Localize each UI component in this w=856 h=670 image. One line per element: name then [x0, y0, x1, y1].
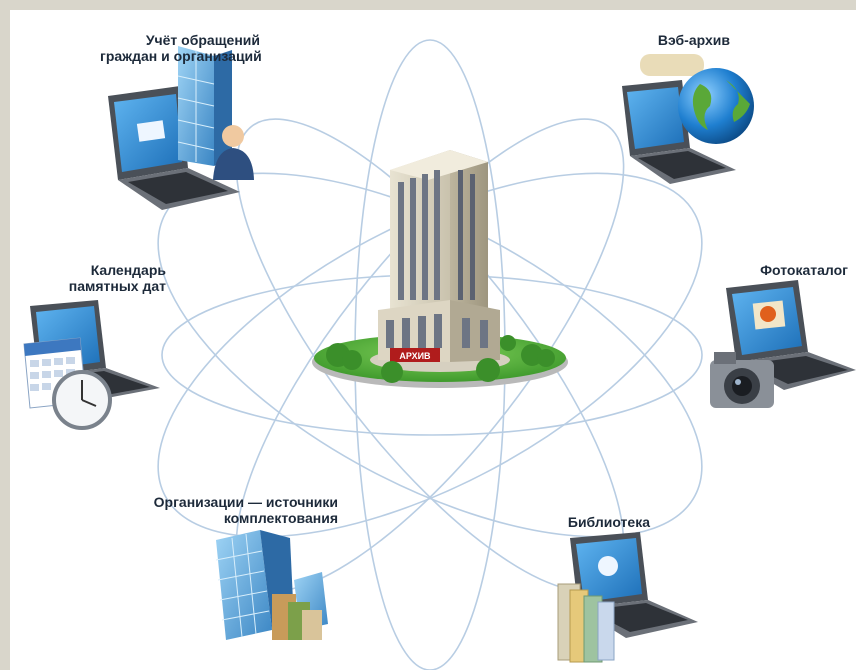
archive-sign-text: АРХИВ	[399, 351, 431, 361]
node-label-organizations-line1: Организации — источники	[153, 494, 338, 510]
office-buildings-icon	[215, 530, 328, 640]
node-label-web-archive: Вэб-архив	[610, 32, 730, 48]
laptop-building-person-icon	[108, 46, 254, 210]
node-label-calendar: Календарь памятных дат	[40, 262, 166, 294]
node-label-organizations: Организации — источники комплектования	[100, 494, 338, 526]
archive-sign	[390, 348, 440, 362]
node-label-calendar-line1: Календарь	[90, 262, 166, 278]
laptop-camera-icon	[710, 280, 856, 408]
node-label-calendar-line2: памятных дат	[68, 278, 166, 294]
laptop-globe-icon	[622, 54, 754, 184]
node-label-citizens: Учёт обращений граждан и организаций	[100, 32, 262, 64]
node-label-library: Библиотека	[540, 514, 650, 530]
node-label-photo-catalog-line1: Фотокаталог	[760, 262, 848, 278]
orbit-wide-right	[157, 172, 703, 538]
node-label-photo-catalog: Фотокаталог	[700, 262, 848, 278]
node-label-library-line1: Библиотека	[567, 514, 650, 530]
orbit-lines	[157, 39, 703, 670]
diagram-canvas: АРХИВ	[10, 10, 856, 670]
archive-building-icon	[312, 150, 568, 388]
node-label-organizations-line2: комплектования	[223, 510, 338, 526]
node-label-web-archive-line1: Вэб-архив	[657, 32, 730, 48]
laptop-calendar-clock-icon	[23, 300, 160, 430]
diagram-graphics: АРХИВ	[23, 39, 856, 670]
node-label-citizens-line2: граждан и организаций	[100, 48, 262, 64]
node-label-citizens-line1: Учёт обращений	[145, 32, 260, 48]
orbit-wide-left	[157, 172, 703, 538]
laptop-books-icon	[557, 532, 698, 663]
